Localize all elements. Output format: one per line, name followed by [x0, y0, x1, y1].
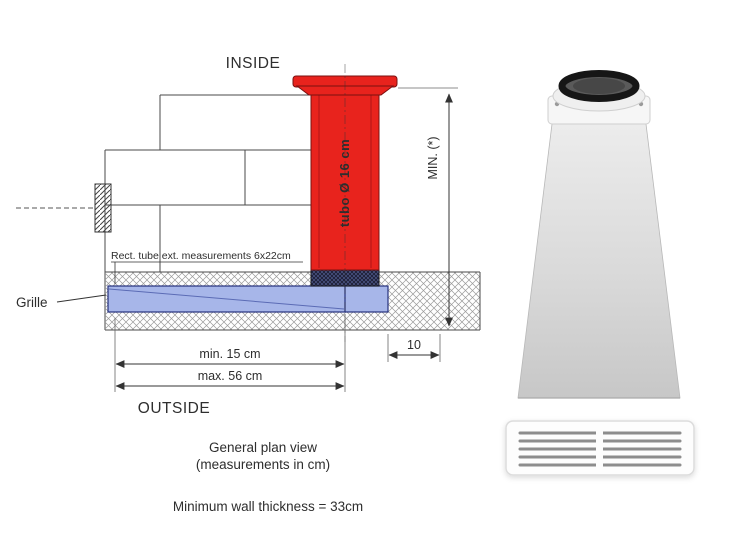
wall-thickness-note: Minimum wall thickness = 33cm — [173, 499, 363, 514]
grille-duct — [107, 285, 389, 313]
wall-jamb-section — [94, 183, 112, 233]
dimension-min-height-label: MIN. (*) — [426, 136, 440, 179]
plan-view-title: General plan view — [209, 440, 317, 455]
dimension-max-width-label: max. 56 cm — [198, 369, 263, 383]
red-tube-flange-skirt — [295, 85, 395, 96]
dimension-offset-10: 10 — [387, 334, 441, 362]
dimension-offset-label: 10 — [407, 338, 421, 352]
grille-callout: Grille — [16, 294, 107, 310]
dimension-min-width-label: min. 15 cm — [199, 347, 260, 361]
product-adapter — [517, 70, 681, 399]
adapter-body — [517, 115, 681, 399]
interior-wall-lines — [104, 94, 311, 330]
rect-tube-note-label: Rect. tube ext. measurements 6x22cm — [111, 250, 291, 262]
product-grille — [505, 420, 695, 476]
dimension-min-height: MIN. (*) — [398, 87, 458, 327]
tube-diameter-label: tubo Ø 16 cm — [337, 139, 352, 227]
plan-view-subtitle: (measurements in cm) — [196, 457, 330, 472]
rect-tube-note: Rect. tube ext. measurements 6x22cm — [111, 250, 303, 284]
adapter-tube-opening — [573, 78, 625, 94]
grille-label: Grille — [16, 295, 48, 310]
outside-label: OUTSIDE — [138, 400, 210, 417]
grille-duct-taper-line — [108, 288, 345, 310]
grille-center-divider — [596, 428, 603, 470]
dimension-min-width: min. 15 cm — [114, 314, 346, 392]
dimension-max-width: max. 56 cm — [115, 369, 345, 390]
grille-duct-body — [107, 285, 389, 313]
inside-label: INSIDE — [226, 55, 281, 72]
